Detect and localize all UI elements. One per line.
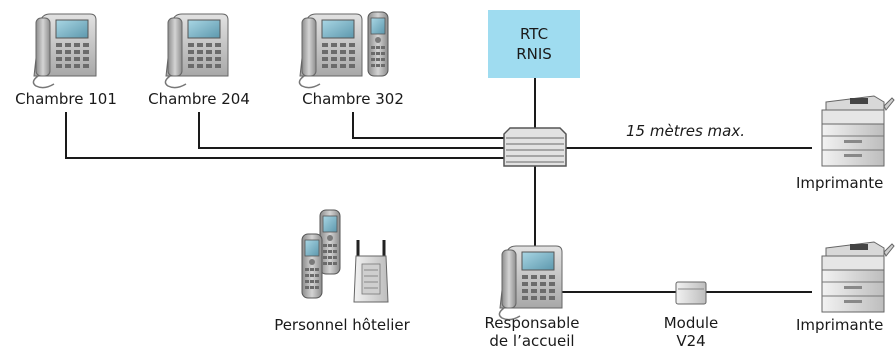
printer-2-icon: [821, 241, 895, 313]
module-label: Module V24: [664, 314, 719, 350]
reception-label: Responsable de l’accueil: [485, 314, 580, 350]
staff-handset-back-icon: [319, 209, 341, 275]
room-101-label: Chambre 101: [15, 90, 117, 108]
staff-label: Personnel hôtelier: [274, 316, 410, 334]
module-v24-icon: [675, 281, 707, 305]
room-302-phone-icon: [298, 13, 363, 89]
printer-1-icon: [821, 95, 895, 167]
room-204-label: Chambre 204: [148, 90, 250, 108]
reception-phone-icon: [498, 245, 563, 321]
network-label-line1: RTC: [519, 25, 549, 43]
hub-icon: [503, 127, 567, 167]
room-302-cordless-icon: [367, 11, 389, 77]
base-station-icon: [353, 240, 389, 303]
module-label-line1: Module: [663, 314, 719, 332]
reception-label-line2: de l’accueil: [489, 332, 575, 350]
room-204-phone-icon: [164, 13, 229, 89]
wire-room-302: [352, 112, 505, 139]
printer-1-label: Imprimante: [796, 174, 884, 192]
network-label-line2: RNIS: [516, 45, 552, 63]
printer-2-label: Imprimante: [796, 316, 884, 334]
module-label-line2: V24: [676, 332, 706, 350]
reception-label-line1: Responsable: [484, 314, 580, 332]
pstn-isdn-box: RTC RNIS: [488, 10, 580, 78]
wire-room-204: [198, 112, 505, 149]
staff-handset-front-icon: [301, 233, 323, 299]
wire-room-101: [65, 112, 505, 159]
room-302-label: Chambre 302: [302, 90, 404, 108]
room-101-phone-icon: [32, 13, 97, 89]
distance-note: 15 mètres max.: [626, 122, 746, 140]
